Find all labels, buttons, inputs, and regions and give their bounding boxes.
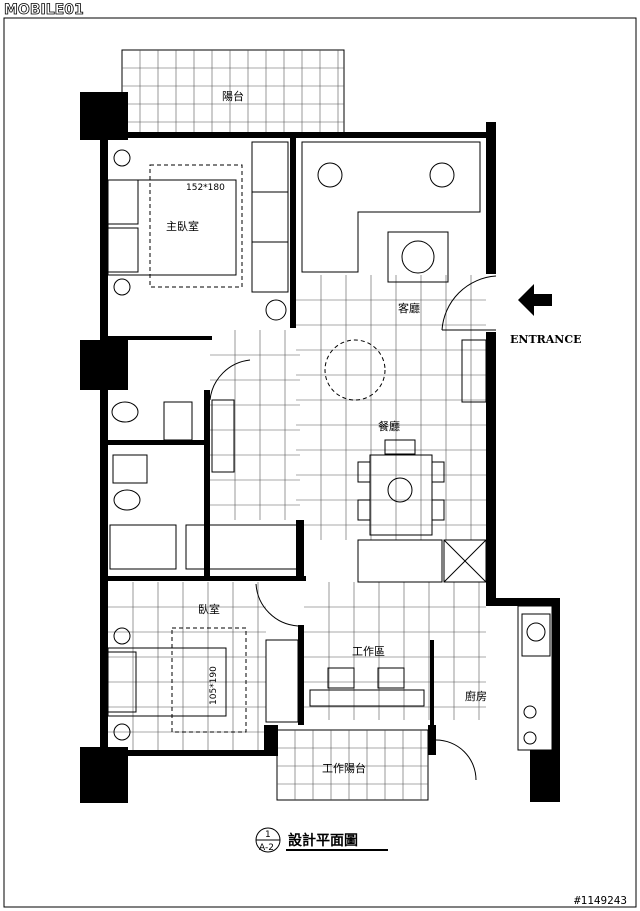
- label-service-balcony: 工作陽台: [322, 761, 366, 775]
- bed: [107, 627, 247, 733]
- walls: [80, 92, 560, 803]
- drawing-sheet: A-2: [259, 843, 274, 853]
- label-bed-size: 105*190: [209, 666, 219, 705]
- label-kitchen: 廚房: [465, 689, 487, 703]
- label-bedroom: 臥室: [198, 602, 220, 616]
- label-master-bedroom: 主臥室: [166, 219, 199, 233]
- drawing-frame: [3, 17, 637, 908]
- shoe-cabinet: [461, 339, 487, 403]
- drawing-number: 1: [265, 830, 271, 840]
- kitchen-door: [435, 739, 477, 781]
- label-dining-room: 餐廳: [378, 419, 400, 433]
- label-master-bed-size: 152*180: [186, 183, 225, 193]
- dashed-ring: [324, 339, 386, 401]
- fridge: [443, 539, 487, 583]
- dining-table: [357, 439, 445, 536]
- kitchen-counter: [517, 605, 553, 751]
- service-balcony-grid: [276, 729, 429, 801]
- drawing-title: 設計平面圖: [288, 832, 358, 849]
- bath-door: [209, 359, 251, 401]
- floor-grid: [108, 275, 486, 750]
- balcony-grid: [121, 49, 345, 136]
- counter: [357, 539, 443, 583]
- lamp-icon: [113, 149, 131, 167]
- wardrobe: [265, 639, 299, 723]
- entrance-arrow-icon: [518, 284, 552, 316]
- label-balcony: 陽台: [222, 89, 244, 103]
- lamp-icon-4: [113, 723, 131, 741]
- bathroom-fixtures: [109, 399, 299, 570]
- master-bed: [107, 164, 243, 288]
- plant-icon: [265, 299, 287, 321]
- coffee-table: [387, 231, 449, 283]
- watermark-logo: MOBILE01: [4, 2, 84, 18]
- entrance-door: [441, 275, 497, 331]
- sofa: [301, 141, 481, 273]
- work-desks: [309, 667, 425, 707]
- wardrobe-master: [251, 141, 289, 293]
- label-living-room: 客廳: [398, 301, 420, 315]
- label-entrance: ENTRANCE: [510, 333, 582, 346]
- label-work-area: 工作區: [352, 645, 385, 658]
- lamp-icon-2: [113, 278, 131, 296]
- title-block: 1 A-2 設計平面圖: [255, 827, 388, 853]
- bedroom-door: [255, 583, 299, 627]
- image-id: #1149243: [574, 894, 627, 907]
- lamp-icon-3: [113, 627, 131, 645]
